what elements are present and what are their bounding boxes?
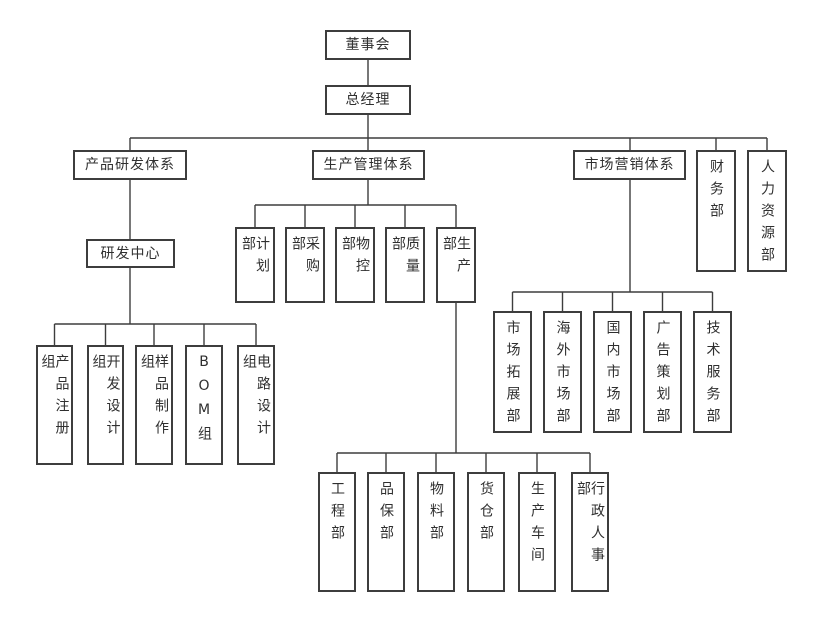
org-node-label: 广告策划部 [654, 320, 671, 430]
org-node-label: 总经理 [345, 92, 391, 108]
org-node-label: 技术服务部 [704, 320, 721, 430]
org-node-rd-center: 研发中心 [86, 239, 175, 268]
org-node-label: 开发设计组 [90, 354, 121, 442]
org-node-label: 物控部 [340, 236, 370, 280]
org-node-engineering: 工程部 [318, 472, 356, 592]
org-node-purchasing: 采购部 [285, 227, 325, 303]
org-node-label: 工程部 [329, 481, 345, 547]
org-node-label: 货仓部 [478, 481, 494, 547]
org-node-label: 生产车间 [529, 481, 545, 569]
org-node-admin-hr: 行政人事部 [571, 472, 609, 592]
org-node-label: 样品制作组 [139, 354, 169, 442]
org-node-material-dept: 物料部 [417, 472, 455, 592]
org-node-label: 物料部 [428, 481, 444, 547]
org-node-production: 生产部 [436, 227, 476, 303]
org-node-finance: 财务部 [696, 150, 736, 272]
org-node-material-control: 物控部 [335, 227, 375, 303]
org-node-dev-design: 开发设计组 [87, 345, 124, 465]
org-node-label: 国内市场部 [604, 320, 621, 430]
org-node-general-manager: 总经理 [325, 85, 411, 115]
org-node-sample-making: 样品制作组 [135, 345, 173, 465]
org-node-label: 生产部 [441, 236, 471, 280]
org-node-label: 研发中心 [100, 245, 161, 262]
org-node-label: 产品研发体系 [85, 157, 175, 173]
org-node-label: 行政人事部 [575, 481, 605, 569]
org-node-product-registration: 产品注册组 [36, 345, 73, 465]
org-node-workshop: 生产车间 [518, 472, 556, 592]
org-node-circuit-design: 电路设计组 [237, 345, 275, 465]
org-node-market-expansion: 市场拓展部 [493, 311, 532, 433]
org-node-quality-assurance: 品保部 [367, 472, 405, 592]
org-node-tech-service: 技术服务部 [693, 311, 732, 433]
org-node-hr: 人力资源部 [747, 150, 787, 272]
org-node-ad-planning: 广告策划部 [643, 311, 682, 433]
org-node-label: 财务部 [708, 159, 724, 225]
org-node-label: BOM组 [196, 354, 212, 448]
org-node-planning: 计划部 [235, 227, 275, 303]
org-node-label: 人力资源部 [759, 159, 775, 269]
org-node-label: 质量部 [390, 236, 420, 280]
org-node-warehouse: 货仓部 [467, 472, 505, 592]
org-node-overseas-market: 海外市场部 [543, 311, 582, 433]
org-node-label: 市场拓展部 [504, 320, 521, 430]
org-node-rd-system: 产品研发体系 [73, 150, 187, 180]
org-node-label: 生产管理体系 [323, 157, 414, 173]
org-node-label: 董事会 [345, 37, 391, 53]
org-node-label: 电路设计组 [241, 354, 271, 442]
org-node-mkt-system: 市场营销体系 [573, 150, 686, 180]
org-node-prod-system: 生产管理体系 [312, 150, 425, 180]
org-node-label: 海外市场部 [554, 320, 571, 430]
org-node-board: 董事会 [325, 30, 411, 60]
org-node-quality: 质量部 [385, 227, 425, 303]
org-node-label: 计划部 [240, 236, 270, 280]
org-node-domestic-market: 国内市场部 [593, 311, 632, 433]
org-node-bom: BOM组 [185, 345, 223, 465]
org-node-label: 市场营销体系 [584, 157, 675, 173]
org-node-label: 采购部 [290, 236, 320, 280]
org-node-label: 产品注册组 [39, 354, 70, 442]
org-node-label: 品保部 [378, 481, 394, 547]
